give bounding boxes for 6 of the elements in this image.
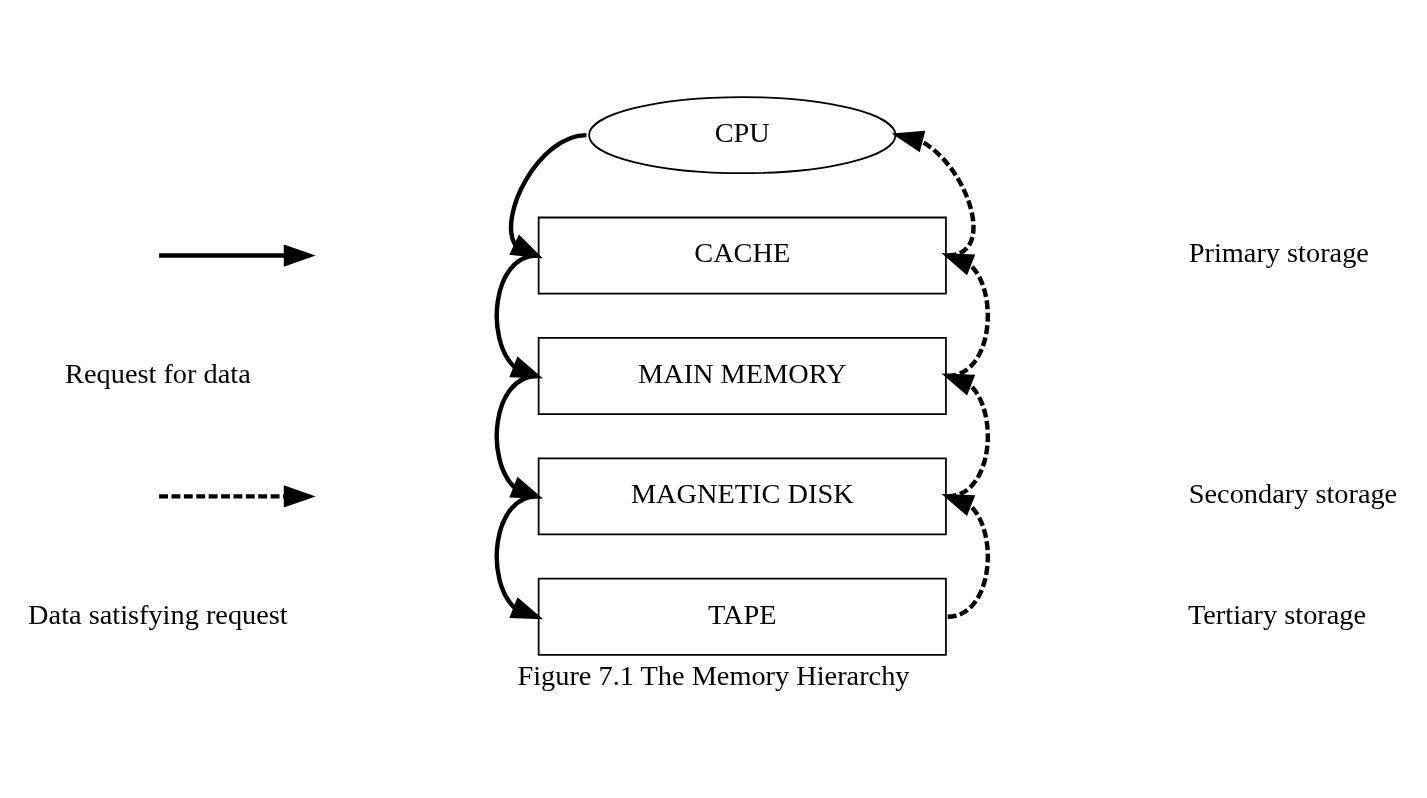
caption: Figure 7.1 The Memory Hierarchy	[517, 659, 910, 691]
legend-label: Request for data	[65, 357, 251, 389]
label: Primary storage	[1188, 237, 1369, 269]
label: Tertiary storage	[1187, 598, 1367, 630]
legend-label: Data satisfying request	[28, 598, 288, 630]
label: Secondary storage	[1188, 478, 1398, 510]
